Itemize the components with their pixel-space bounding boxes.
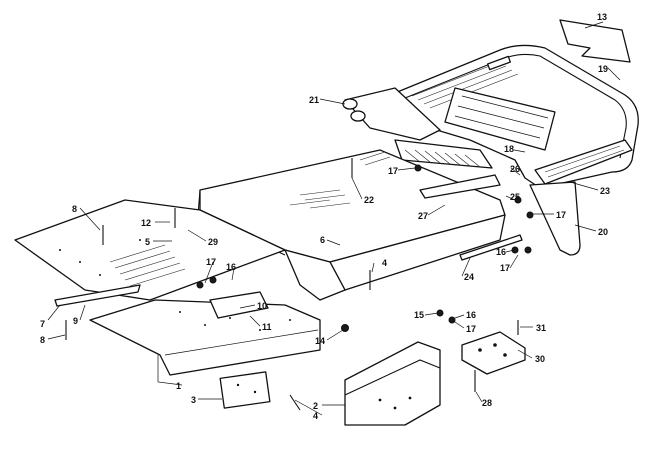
callout-21: 21 <box>309 95 319 105</box>
lower-pan-1 <box>89 299 321 376</box>
callout-6: 6 <box>320 235 325 245</box>
callout-3: 3 <box>191 395 196 405</box>
bracket-2 <box>344 341 441 426</box>
callout-9: 9 <box>73 316 78 326</box>
callout-2: 2 <box>313 401 318 411</box>
callout-24: 24 <box>464 272 474 282</box>
callout-14: 14 <box>315 336 325 346</box>
callout-8b: 8 <box>40 335 45 345</box>
hitch-assembly <box>342 87 493 169</box>
callout-13: 13 <box>597 12 607 22</box>
plate-3 <box>219 371 271 409</box>
flap-13 <box>559 19 631 63</box>
callout-12: 12 <box>141 218 151 228</box>
callout-17e: 17 <box>556 210 566 220</box>
callout-7: 7 <box>40 319 45 329</box>
callout-16: 16 <box>226 262 236 272</box>
callout-labels: 1 2 3 4 4 5 6 7 8 8 9 10 11 12 13 14 15 … <box>40 12 610 421</box>
callout-31: 31 <box>536 323 546 333</box>
fasteners <box>65 158 534 411</box>
bumper-leg-20 <box>529 181 581 256</box>
leader-lines <box>47 21 621 416</box>
callout-17c: 17 <box>466 324 476 334</box>
rear-bumper <box>389 44 639 189</box>
callout-15: 15 <box>414 310 424 320</box>
tunnel <box>197 149 506 301</box>
callout-27: 27 <box>418 211 428 221</box>
callout-11: 11 <box>262 322 272 332</box>
callout-16b: 16 <box>466 310 476 320</box>
callout-22: 22 <box>364 195 374 205</box>
callout-17: 17 <box>206 257 216 267</box>
callout-17b: 17 <box>388 166 398 176</box>
callout-10: 10 <box>257 301 267 311</box>
callout-18: 18 <box>504 144 514 154</box>
running-board-left <box>14 199 286 307</box>
callout-23: 23 <box>600 186 610 196</box>
rod-24 <box>459 234 523 261</box>
callout-8: 8 <box>72 204 77 214</box>
callout-17d: 17 <box>500 263 510 273</box>
callout-20: 20 <box>598 227 608 237</box>
callout-26: 26 <box>510 164 520 174</box>
callout-4: 4 <box>313 411 318 421</box>
mount-plate-10 <box>209 291 269 319</box>
callout-29: 29 <box>208 237 218 247</box>
callout-4b: 4 <box>382 258 387 268</box>
rivets <box>59 239 507 410</box>
callout-19: 19 <box>598 64 608 74</box>
foot-plate-30 <box>461 331 526 375</box>
callout-1: 1 <box>176 381 181 391</box>
callout-28: 28 <box>482 398 492 408</box>
callout-5: 5 <box>145 237 150 247</box>
callout-16c: 16 <box>496 247 506 257</box>
callout-25: 25 <box>510 192 520 202</box>
callout-30: 30 <box>535 354 545 364</box>
